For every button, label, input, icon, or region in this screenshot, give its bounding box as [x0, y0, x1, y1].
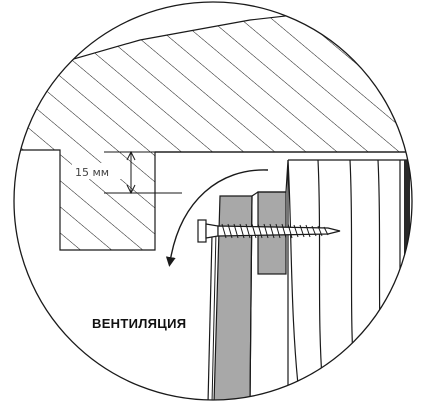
- ventilation-arrow-icon: [165, 169, 269, 267]
- gap-dimension-label: 15 мм: [75, 166, 109, 179]
- detail-circle-frame: [13, 1, 413, 401]
- screw-icon: [197, 219, 341, 243]
- cladding-board: [249, 159, 289, 400]
- cladding-outer-line: [207, 234, 213, 400]
- gap-dimension-marker: [104, 150, 182, 195]
- counter-batten-board: [213, 195, 253, 400]
- ventilation-label: ВЕНТИЛЯЦИЯ: [92, 316, 186, 331]
- hatched-beam-section: [14, 2, 412, 251]
- wall-planks: [287, 159, 410, 400]
- wall-dark-strip: [404, 160, 410, 400]
- dimension-label-bg: [72, 163, 122, 179]
- cladding-inner-line: [211, 231, 217, 400]
